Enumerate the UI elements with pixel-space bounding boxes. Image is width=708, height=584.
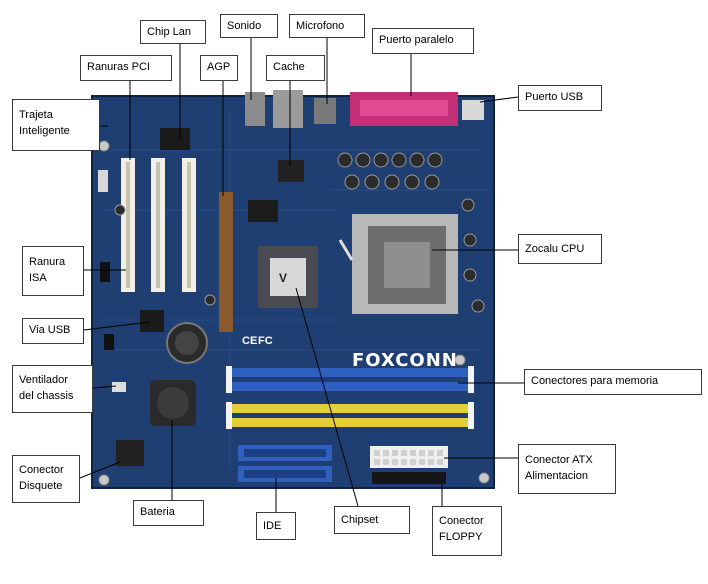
lan-port [273,90,303,128]
mount-hole [478,472,490,484]
atx-power-connector [370,446,448,468]
mount-hole [98,474,110,486]
audio-jack-block [245,92,265,126]
label-ide: IDE [256,512,296,540]
leader-puerto-usb [479,96,519,103]
label-conector-floppy: Conector FLOPPY [432,506,502,556]
header-pins [104,334,114,350]
label-tarjeta-inteligente: Trajeta Inteligente [12,99,100,151]
label-bateria: Bateria [133,500,204,526]
ce-fcc-mark: CE [242,335,257,347]
label-ranura-isa-line1: Ranura [29,256,66,268]
label-tarjeta-line2: Inteligente [19,125,70,137]
usb-port [462,100,484,120]
label-ventilador-line1: Ventilador [19,374,68,386]
dimm-slot-blue [232,382,468,391]
leader-chipset [295,287,359,507]
mount-hole [454,354,466,366]
label-conector-disquete-line2: Disquete [19,480,63,492]
mic-port [314,98,336,124]
agp-slot [219,192,233,332]
leader-conector-disquete [79,461,121,479]
label-conector-atx: Conector ATX Alimentacion [518,444,616,494]
brand-logo: FOXCONN [352,350,458,371]
fcc-mark: FC [258,335,273,347]
label-tarjeta-line1: Trajeta [19,109,53,121]
label-conector-atx-line2: Alimentacion [525,470,588,482]
header-pins [112,382,126,392]
floppy-area-chip [116,440,144,466]
dimm-slot-blue [232,368,468,377]
label-cache: Cache [266,55,325,81]
label-ranura-isa: Ranura ISA [22,246,84,296]
label-ventilador-line2: del chassis [19,390,74,402]
label-conector-atx-line1: Conector ATX [525,454,593,466]
dimm-slot-yellow [232,404,468,413]
label-ranura-isa-line2: ISA [29,272,47,284]
label-conector-disquete: Conector Disquete [12,455,80,503]
header-pins [98,170,108,192]
label-conector-floppy-line1: Conector [439,515,484,527]
mount-hole [98,140,110,152]
label-ventilador-chassis: Ventilador del chassis [12,365,93,413]
via-logo: V [279,271,287,285]
usb-chip [140,310,164,332]
cpu-socket-center [384,242,430,288]
cache-chip [278,160,304,182]
header-pins [100,262,110,282]
label-microfono: Microfono [289,14,365,38]
label-conector-disquete-line1: Conector [19,464,64,476]
northbridge-die [270,258,306,296]
label-chipset: Chipset [334,506,410,534]
leader-via-usb [83,321,151,331]
label-ranuras-pci: Ranuras PCI [80,55,172,81]
dimm-slot-yellow [232,418,468,427]
label-agp: AGP [200,55,238,81]
label-conectores-memoria: Conectores para memoria [524,369,702,395]
label-puerto-usb: Puerto USB [518,85,602,111]
leader-ventilador [92,385,117,389]
label-sonido: Sonido [220,14,278,38]
io-chip [248,200,278,222]
label-via-usb: Via USB [22,318,84,344]
parallel-port-inner [360,100,448,116]
floppy-connector [372,472,446,484]
label-puerto-paralelo: Puerto paralelo [372,28,474,54]
label-chip-lan: Chip Lan [140,20,206,44]
lan-chip [160,128,190,150]
label-zocalo-cpu: Zocalu CPU [518,234,602,264]
label-conector-floppy-line2: FLOPPY [439,531,483,543]
